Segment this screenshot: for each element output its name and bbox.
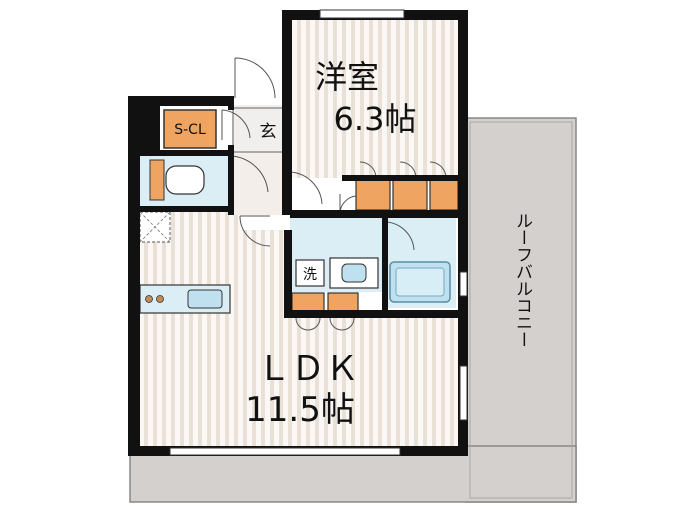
western-room-name: 洋室 — [315, 58, 379, 96]
ldk-size: 11.5帖 — [245, 390, 355, 430]
storage-closet — [163, 109, 217, 149]
washbasin — [329, 257, 379, 289]
roof-balcony-label: ルーフバルコニー — [512, 212, 532, 348]
storage-label: S-CL — [174, 122, 206, 138]
fridge-space — [139, 211, 171, 243]
kitchen-counter — [139, 284, 231, 314]
storage-door — [221, 109, 251, 140]
closet-doors — [339, 161, 447, 215]
washroom-door — [239, 215, 271, 247]
entrance-floor — [232, 107, 286, 153]
closet-units — [291, 179, 459, 316]
toilet-tank — [149, 159, 165, 201]
windows — [169, 9, 468, 456]
washer-space — [295, 259, 325, 287]
entrance-label: 玄 — [260, 122, 277, 142]
ldk-floor — [140, 210, 460, 446]
bathtub-inner — [395, 267, 445, 297]
washer-label: 洗 — [303, 267, 317, 283]
western-room-floor — [292, 18, 462, 178]
entry-door — [234, 57, 276, 99]
linen-doors — [295, 317, 355, 331]
western-room-size: 6.3帖 — [334, 100, 417, 138]
ldk-name: ＬＤＫ — [257, 349, 359, 389]
toilet-bowl — [165, 165, 205, 195]
